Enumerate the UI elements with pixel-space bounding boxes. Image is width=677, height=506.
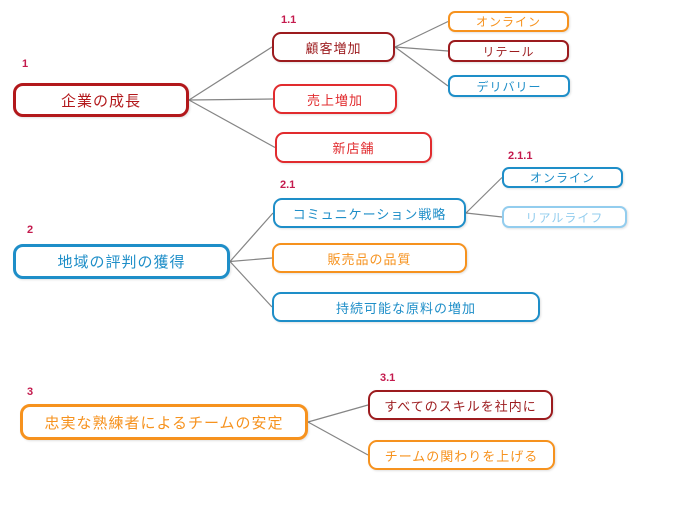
node-label: 忠実な熟練者によるチームの安定 — [44, 414, 284, 432]
node-label: 新店舗 — [332, 141, 375, 156]
node-number-label: 2.1 — [280, 179, 296, 191]
mindmap-node-3[interactable]: 忠実な熟練者によるチームの安定 — [20, 404, 308, 440]
connector-line — [307, 404, 369, 423]
connector-line — [394, 46, 449, 87]
mindmap-node-1[interactable]: 企業の成長 — [13, 83, 189, 117]
connector-line — [465, 177, 503, 214]
mindmap-node-1-2[interactable]: 売上増加 — [273, 84, 397, 114]
mindmap-node-3-1[interactable]: すべてのスキルを社内に — [368, 390, 553, 420]
mindmap-node-2-1-1[interactable]: オンライン — [502, 167, 623, 188]
mindmap-node-2-3[interactable]: 持続可能な原料の増加 — [272, 292, 540, 322]
node-label: 売上増加 — [306, 92, 363, 108]
mindmap-node-1-1-3[interactable]: デリバリー — [448, 75, 570, 97]
connector-line — [188, 98, 274, 101]
mindmap-node-1-1[interactable]: 顧客増加 — [272, 32, 395, 62]
node-number-label: 3.1 — [380, 372, 396, 384]
connector-line — [394, 46, 449, 52]
connector-line — [188, 46, 273, 101]
node-label: すべてのスキルを社内に — [384, 398, 537, 414]
node-number-label: 2.1.1 — [508, 150, 533, 162]
node-label: リアルライフ — [525, 210, 604, 225]
mindmap-node-2-1[interactable]: コミュニケーション戦略 — [273, 198, 466, 228]
node-label: 企業の成長 — [60, 92, 141, 110]
node-label: コミュニケーション戦略 — [292, 206, 447, 222]
node-label: デリバリー — [476, 79, 542, 94]
mindmap-node-1-3[interactable]: 新店舗 — [275, 132, 432, 163]
connector-line — [229, 212, 274, 262]
node-label: リテール — [482, 44, 535, 59]
mindmap-node-1-1-1[interactable]: オンライン — [448, 11, 569, 32]
node-label: 地域の評判の獲得 — [57, 254, 186, 271]
node-label: チームの関わりを上げる — [384, 448, 539, 464]
mindmap-node-2[interactable]: 地域の評判の獲得 — [13, 244, 230, 279]
node-number-label: 3 — [27, 386, 34, 398]
connector-line — [465, 212, 503, 218]
mindmap-node-1-1-2[interactable]: リテール — [448, 40, 569, 62]
connector-line — [229, 257, 273, 263]
node-label: オンライン — [475, 15, 541, 29]
connector-line — [394, 20, 449, 48]
connector-line — [188, 99, 276, 149]
node-label: 販売品の品質 — [327, 251, 412, 267]
connector-line — [307, 421, 369, 456]
node-number-label: 2 — [27, 224, 34, 236]
node-number-label: 1.1 — [281, 14, 297, 26]
mindmap-node-2-1-2[interactable]: リアルライフ — [502, 206, 627, 228]
node-number-label: 1 — [22, 58, 29, 70]
mindmap-node-2-2[interactable]: 販売品の品質 — [272, 243, 467, 273]
node-label: オンライン — [529, 171, 595, 185]
mindmap-node-3-2[interactable]: チームの関わりを上げる — [368, 440, 555, 470]
node-label: 持続可能な原料の増加 — [335, 300, 476, 316]
connector-line — [229, 261, 273, 308]
node-label: 顧客増加 — [305, 40, 362, 56]
